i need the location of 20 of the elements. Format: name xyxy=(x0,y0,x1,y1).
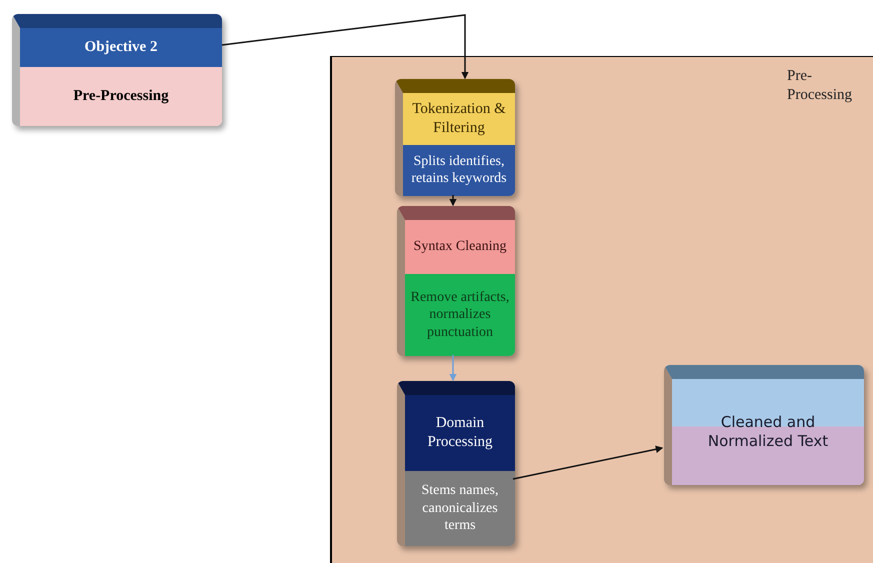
block-3d xyxy=(397,381,515,546)
block-3d xyxy=(397,206,515,356)
connector-arrow xyxy=(449,355,457,382)
connector-arrow xyxy=(449,195,457,206)
block-description: Splits identifies, retains keywords xyxy=(410,152,508,188)
block-description: Stems names, canonicalizes terms xyxy=(420,482,500,534)
block-3d xyxy=(12,14,222,126)
block-heading: Domain Processing xyxy=(426,414,494,452)
block-heading: Syntax Cleaning xyxy=(414,238,506,256)
block-heading: Objective 2 xyxy=(84,38,158,57)
block-heading: Tokenization & Filtering xyxy=(411,100,507,138)
connector-arrow xyxy=(512,446,664,480)
block-description: Remove artifacts, normalizes punctuation xyxy=(410,288,510,342)
block-3d xyxy=(395,79,515,196)
block-description: Pre-Processing xyxy=(73,87,169,106)
panel-title: Pre-Processing xyxy=(787,67,853,104)
connector-arrow xyxy=(222,14,469,80)
stage-panel xyxy=(330,56,873,563)
block-heading: Cleaned and Normalized Text xyxy=(706,413,830,451)
block-3d xyxy=(664,365,864,485)
